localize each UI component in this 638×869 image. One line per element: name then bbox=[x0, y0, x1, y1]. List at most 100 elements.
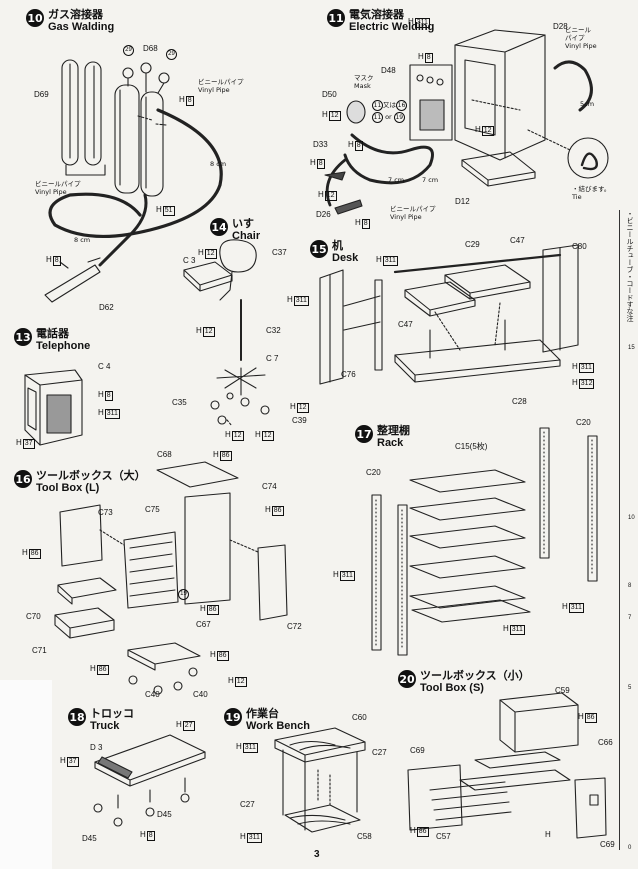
chair-drawing bbox=[183, 239, 270, 427]
step-title-jp: 整理棚 bbox=[377, 424, 410, 437]
part-label: C20 bbox=[576, 418, 591, 427]
part-label: C20 bbox=[366, 468, 381, 477]
step-13-header: 13 電話器 Telephone bbox=[14, 328, 90, 352]
step-title-en: Tool Box (S) bbox=[420, 682, 484, 694]
step-title-jp: トロッコ bbox=[90, 707, 134, 720]
step-10-header: 10 ガス溶接器 Gas Walding bbox=[26, 9, 114, 33]
step-number: 15 bbox=[310, 240, 328, 258]
page-number: 3 bbox=[314, 849, 320, 860]
truck-drawing bbox=[93, 734, 206, 827]
step-number: 14 bbox=[210, 218, 228, 236]
part-label: C69 bbox=[410, 746, 425, 755]
part-label: C75 bbox=[145, 505, 160, 514]
part-label: C69 bbox=[600, 840, 615, 849]
toolbox-large-drawing bbox=[54, 461, 288, 695]
step-number: 18 bbox=[68, 708, 86, 726]
part-label: C71 bbox=[32, 646, 47, 655]
ruler-mark: 0 bbox=[628, 845, 632, 851]
gas-welding-drawing bbox=[44, 59, 223, 303]
part-label: C15(5枚) bbox=[455, 442, 488, 451]
toolbox-small-drawing bbox=[407, 692, 607, 839]
part-label: C72 bbox=[287, 622, 302, 631]
step-title-jp: いす bbox=[232, 217, 254, 230]
part-label: C47 bbox=[398, 320, 413, 329]
ruler-caption: ・ビニールチューブ・コードすな注 bbox=[626, 210, 634, 322]
step-19-header: 19 作業台 Work Bench bbox=[224, 708, 310, 732]
step-title-en: Work Bench bbox=[246, 720, 310, 732]
part-label: D33 bbox=[313, 140, 328, 149]
part-label: C 7 bbox=[266, 354, 279, 363]
length-note: 5cm bbox=[580, 100, 595, 108]
step-17-header: 17 整理棚 Rack bbox=[355, 425, 410, 449]
part-label: C76 bbox=[341, 370, 356, 379]
part-label: C80 bbox=[572, 242, 587, 251]
part-label: C29 bbox=[465, 240, 480, 249]
step-title-en: Electric Welding bbox=[349, 21, 435, 33]
part-label: C67 bbox=[196, 620, 211, 629]
part-label: D 3 bbox=[90, 743, 103, 752]
length-note: 7 cm bbox=[422, 176, 439, 184]
desk-drawing bbox=[319, 244, 579, 385]
part-label: D68 bbox=[143, 44, 158, 53]
step-title-en: Telephone bbox=[36, 340, 91, 352]
telephone-drawing bbox=[24, 369, 83, 446]
step-title-jp: 電気溶接器 bbox=[349, 8, 404, 21]
part-label: D69 bbox=[34, 90, 49, 99]
part-label: H bbox=[545, 830, 551, 839]
step-title-en: Tool Box (L) bbox=[36, 482, 100, 494]
option-note: 11 or 19 bbox=[372, 112, 405, 123]
step-number: 13 bbox=[14, 328, 32, 346]
part-label: C66 bbox=[598, 738, 613, 747]
step-title-jp: ツールボックス（小） bbox=[420, 669, 530, 682]
step-number: 17 bbox=[355, 425, 373, 443]
part-label: C37 bbox=[272, 248, 287, 257]
part-label: C70 bbox=[26, 612, 41, 621]
part-label: D48 bbox=[381, 66, 396, 75]
step-title-jp: ツールボックス（大） bbox=[36, 469, 146, 482]
rack-drawing bbox=[371, 427, 598, 656]
ruler-mark: 5 bbox=[628, 685, 632, 691]
part-label: C32 bbox=[266, 326, 281, 335]
part-label: D45 bbox=[82, 834, 97, 843]
workbench-drawing bbox=[274, 727, 366, 833]
part-label: D62 bbox=[99, 303, 114, 312]
step-number: 19 bbox=[224, 708, 242, 726]
step-title-jp: 机 bbox=[332, 239, 343, 252]
ruler-mark: 7 bbox=[628, 615, 632, 621]
part-label: 29 bbox=[166, 48, 177, 60]
ruler-mark: 8 bbox=[628, 583, 632, 589]
part-label: C40 bbox=[145, 690, 160, 699]
tie-note: ・結びます。Tie bbox=[572, 185, 611, 201]
step-16-header: 16 ツールボックス（大） Tool Box (L) bbox=[14, 470, 146, 494]
part-label: C60 bbox=[352, 713, 367, 722]
ruler-mark: 15 bbox=[628, 345, 635, 351]
step-number: 10 bbox=[26, 9, 44, 27]
